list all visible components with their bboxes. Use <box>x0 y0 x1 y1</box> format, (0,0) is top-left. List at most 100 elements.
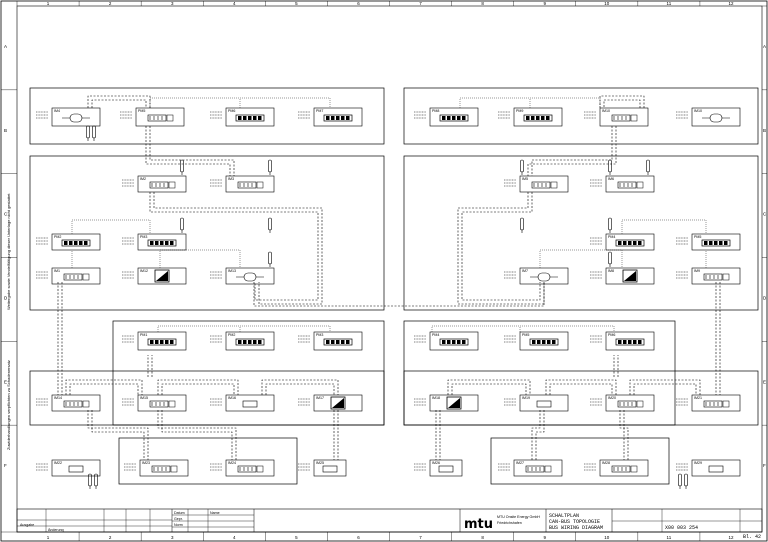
module-label: PM3 <box>316 333 323 337</box>
terminal-strip <box>615 239 645 247</box>
column-label: 3 <box>171 535 174 540</box>
plug-connectors <box>86 125 688 489</box>
io-block <box>237 465 257 473</box>
module-label: IM18 <box>432 396 440 400</box>
column-label: 3 <box>171 1 174 6</box>
side-note-lower: Zuwiderhandlungen verpflichten zu Schade… <box>6 360 11 450</box>
bus-cables <box>57 95 721 460</box>
bus-module: IM6 <box>590 175 655 193</box>
row-label: C <box>4 212 8 217</box>
module-label: PM2 <box>228 333 235 337</box>
display-screen <box>330 396 346 410</box>
title-block: Ausgabe Änderung Datum Name Gepr. Norm m… <box>16 508 763 540</box>
terminal-marks <box>590 237 602 245</box>
module-label: IM13 <box>228 269 236 273</box>
plug <box>520 217 524 231</box>
terminal-marks <box>120 111 132 119</box>
module-tag <box>708 465 724 473</box>
terminal-marks <box>36 463 48 471</box>
column-label: 4 <box>233 1 236 6</box>
module-label: IM4 <box>54 109 60 113</box>
module-label: IM25 <box>316 461 324 465</box>
bus-module: IM24 <box>210 459 275 477</box>
io-block <box>611 465 631 473</box>
io-block <box>149 181 169 189</box>
io-block <box>703 273 723 281</box>
module-tag <box>242 400 258 408</box>
checked-label: Gepr. <box>174 517 183 521</box>
module-label: IM5 <box>522 177 528 181</box>
bus-cables-dotted <box>71 97 707 332</box>
plug <box>678 473 682 487</box>
group-top-left <box>29 87 385 145</box>
terminal-strip <box>147 239 177 247</box>
column-label: 8 <box>481 1 484 6</box>
group-low-left <box>29 370 385 426</box>
bus-module: PM3 <box>122 233 187 251</box>
terminal-marks <box>210 179 222 187</box>
module-label: IM22 <box>54 461 62 465</box>
terminal-marks <box>504 398 516 406</box>
group-mid-right <box>403 155 759 311</box>
bus-module: IM20 <box>590 394 655 412</box>
terminal-marks <box>584 111 596 119</box>
terminal-marks <box>590 179 602 187</box>
terminal-strip <box>523 114 553 122</box>
io-block <box>617 400 637 408</box>
bus-module: IM7 <box>504 267 569 285</box>
terminal-strip <box>701 239 731 247</box>
bus-module: IM2 <box>122 175 187 193</box>
column-label: 10 <box>604 1 610 6</box>
display-screen <box>446 396 462 410</box>
row-label: B <box>763 128 766 133</box>
io-block <box>531 181 551 189</box>
bus-coupler <box>537 272 551 282</box>
bus-module: IM3 <box>210 175 275 193</box>
terminal-strip <box>235 338 265 346</box>
module-label: PM4 <box>608 235 615 239</box>
drawing-title-2: CAN-BUS TOPOLOGIE <box>549 519 600 525</box>
bus-module: PM4 <box>590 233 655 251</box>
terminal-marks <box>122 398 134 406</box>
terminal-strip <box>323 114 353 122</box>
module-tag <box>68 465 84 473</box>
module-label: IM23 <box>142 461 150 465</box>
plug <box>646 159 650 173</box>
io-block <box>147 114 167 122</box>
plug <box>608 217 612 231</box>
bus-module: PM5 <box>120 107 185 127</box>
module-label: PM5 <box>138 109 145 113</box>
io-block <box>237 181 257 189</box>
terminal-marks <box>210 111 222 119</box>
change-label: Änderung <box>48 528 64 532</box>
name-label: Name <box>210 511 220 515</box>
module-label: PM3 <box>140 235 147 239</box>
module-label: IM8 <box>608 269 614 273</box>
bus-module: PM9 <box>498 107 563 127</box>
bus-module: IM1 <box>36 267 101 285</box>
sheet-number: Bl. 42 <box>743 534 761 540</box>
module-label: IM9 <box>694 269 700 273</box>
column-label: 5 <box>295 535 298 540</box>
bus-module: IM14 <box>36 394 101 412</box>
io-block <box>611 114 631 122</box>
terminal-strip <box>61 239 91 247</box>
module-label: PM6 <box>228 109 235 113</box>
display-screen <box>622 269 638 283</box>
module-tag <box>536 400 552 408</box>
module-label: IM10 <box>694 109 702 113</box>
bus-module: IM27 <box>498 459 563 477</box>
terminal-marks <box>676 271 688 279</box>
column-label: 5 <box>295 1 298 6</box>
column-label: 9 <box>543 1 546 6</box>
bus-module: IM16 <box>210 394 275 412</box>
module-label: IM12 <box>140 269 148 273</box>
bus-module: PM1 <box>122 331 187 351</box>
terminal-strip <box>615 338 645 346</box>
terminal-marks <box>210 398 222 406</box>
bus-module: PM6 <box>590 331 655 351</box>
module-label: IM6 <box>608 177 614 181</box>
terminal-marks <box>298 463 310 471</box>
column-label: 4 <box>233 535 236 540</box>
